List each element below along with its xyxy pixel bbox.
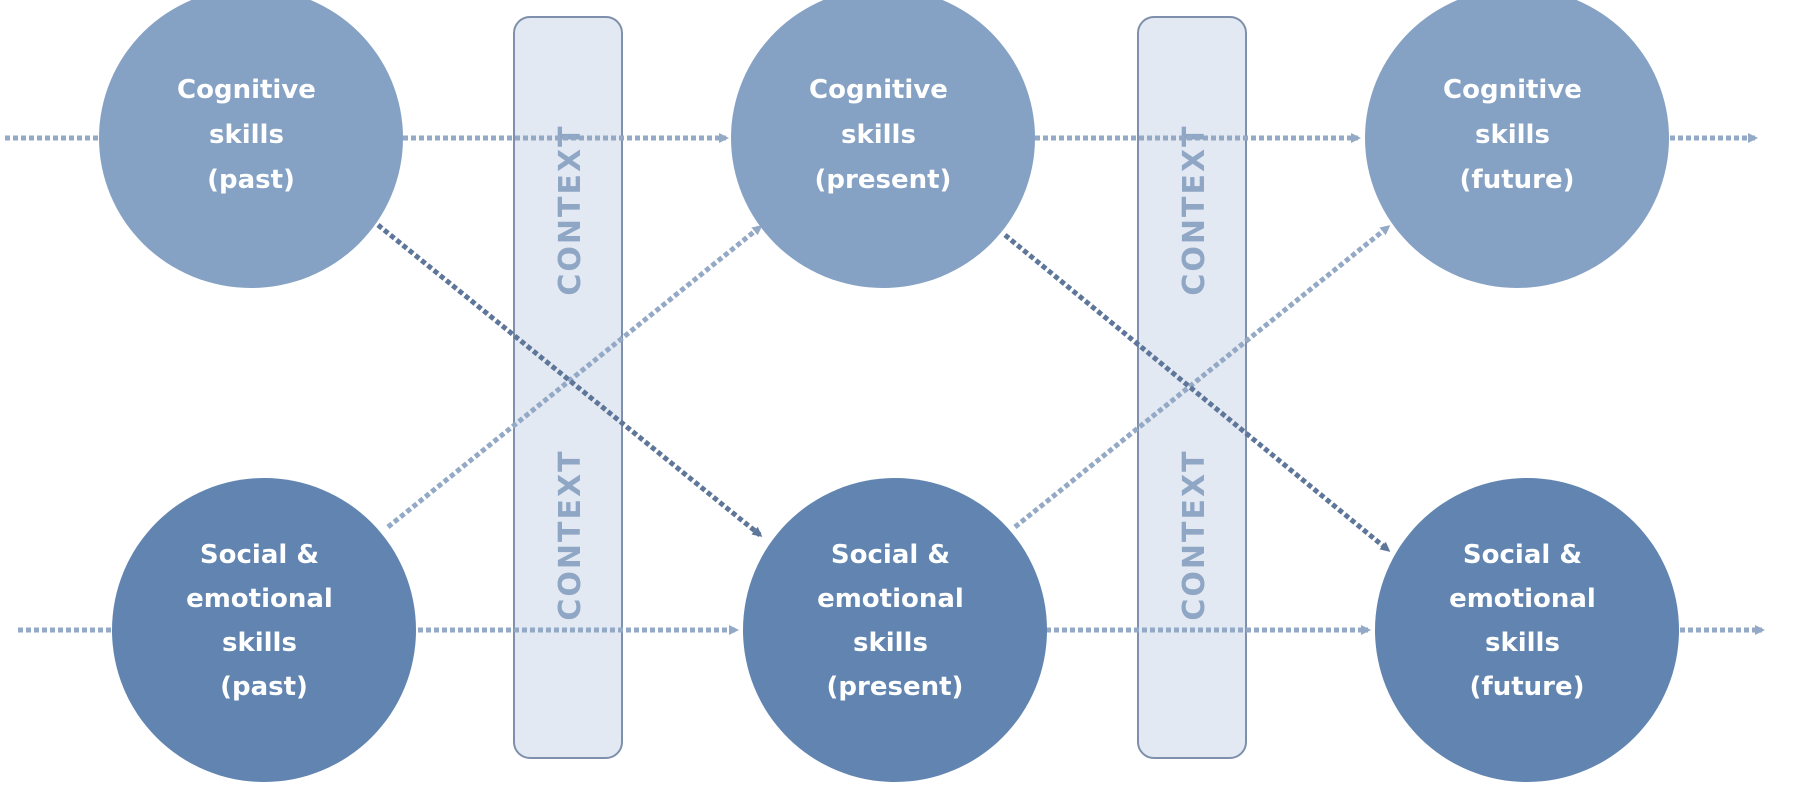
node-social-emotional-present: Social & emotional skills (present) (743, 478, 1047, 782)
node-label: Social & emotional skills (past) (186, 540, 342, 702)
context-label-lower: CONTEXT (553, 449, 588, 620)
context-box-1: CONTEXT CONTEXT (513, 16, 623, 759)
context-label-upper: CONTEXT (553, 124, 588, 295)
node-label: Cognitive skills (present) (809, 75, 957, 195)
node-social-emotional-future: Social & emotional skills (future) (1375, 478, 1679, 782)
arrow-cog-present-to-ses-future (1003, 233, 1391, 552)
node-label: Social & emotional skills (present) (817, 540, 973, 702)
node-label: Social & emotional skills (future) (1449, 540, 1605, 702)
node-label: Cognitive skills (future) (1443, 75, 1591, 195)
node-cognitive-future: Cognitive skills (future) (1365, 0, 1669, 288)
node-cognitive-past: Cognitive skills (past) (99, 0, 403, 288)
arrow-cog-past-to-ses-present (376, 223, 763, 537)
context-label-upper: CONTEXT (1177, 124, 1212, 295)
node-label: Cognitive skills (past) (177, 75, 325, 195)
node-cognitive-present: Cognitive skills (present) (731, 0, 1035, 288)
context-label-lower: CONTEXT (1177, 449, 1212, 620)
node-social-emotional-past: Social & emotional skills (past) (112, 478, 416, 782)
